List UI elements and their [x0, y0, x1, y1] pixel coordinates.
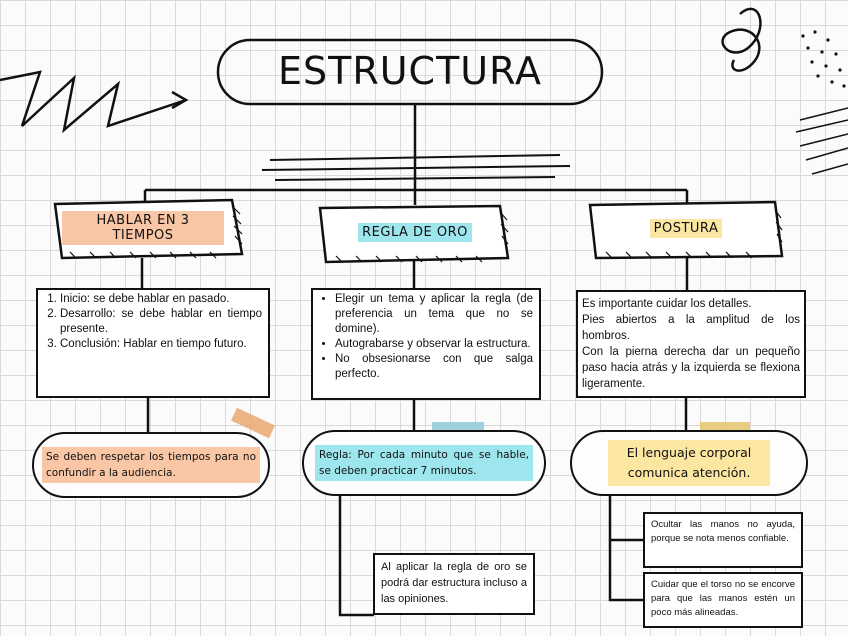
- note-postura-text: El lenguaje corporal comunica atención.: [608, 440, 770, 486]
- zigzag-arrow: [0, 72, 186, 130]
- dots-decoration: [801, 30, 845, 87]
- header-postura-text: POSTURA: [650, 219, 723, 238]
- list-item: Elegir un tema y aplicar la regla (de pr…: [335, 292, 533, 337]
- header-hablar: HABLAR EN 3 TIEMPOS: [62, 206, 224, 250]
- list-item: Inicio: se debe hablar en pasado.: [60, 292, 262, 307]
- postura-line: Pies abiertos a la amplitud de los hombr…: [582, 312, 800, 344]
- page-title: ESTRUCTURA: [218, 38, 602, 104]
- hatch-decoration: [796, 108, 848, 174]
- sub-regla: Al aplicar la regla de oro se podrá dar …: [373, 553, 535, 615]
- sub-postura-2: Cuidar que el torso no se encorve para q…: [643, 572, 803, 628]
- list-item: Desarrollo: se debe hablar en tiempo pre…: [60, 307, 262, 337]
- box-hablar: Inicio: se debe hablar en pasado. Desarr…: [36, 288, 270, 398]
- sub-postura-1: Ocultar las manos no ayuda, porque se no…: [643, 512, 803, 568]
- note-postura: El lenguaje corporal comunica atención.: [570, 430, 808, 496]
- header-hablar-text: HABLAR EN 3 TIEMPOS: [62, 211, 224, 245]
- postura-line: Con la pierna derecha dar un pequeño pas…: [582, 344, 800, 392]
- squiggle-decoration: [723, 9, 761, 71]
- note-regla: Regla: Por cada minuto que se hable, se …: [302, 430, 546, 496]
- header-regla-text: REGLA DE ORO: [358, 223, 472, 242]
- note-hablar: Se deben respetar los tiempos para no co…: [32, 432, 270, 498]
- list-item: Autograbarse y observar la estructura.: [335, 337, 533, 352]
- header-regla: REGLA DE ORO: [330, 212, 500, 252]
- box-postura: Es importante cuidar los detalles. Pies …: [576, 290, 806, 398]
- postura-line: Es importante cuidar los detalles.: [582, 296, 800, 312]
- note-hablar-text: Se deben respetar los tiempos para no co…: [42, 447, 260, 483]
- note-regla-text: Regla: Por cada minuto que se hable, se …: [315, 445, 533, 481]
- list-item: Conclusión: Hablar en tiempo futuro.: [60, 337, 262, 352]
- header-postura: POSTURA: [598, 208, 774, 248]
- zigzag-arrowhead: [172, 92, 186, 108]
- list-item: No obsesionarse con que salga perfecto.: [335, 352, 533, 382]
- box-regla: Elegir un tema y aplicar la regla (de pr…: [311, 288, 541, 400]
